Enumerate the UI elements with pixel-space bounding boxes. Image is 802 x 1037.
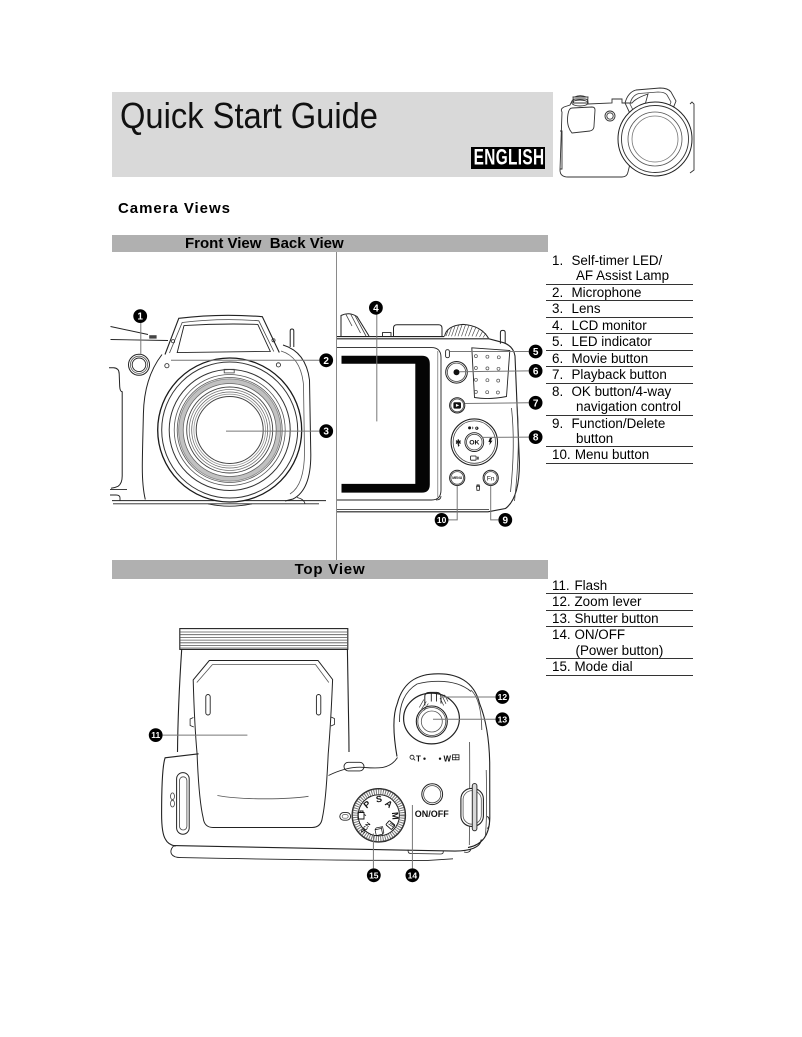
svg-text:5: 5 (533, 347, 539, 358)
svg-text:14: 14 (408, 870, 418, 880)
svg-text:10: 10 (437, 515, 447, 525)
svg-text:3: 3 (323, 427, 329, 438)
svg-text:6: 6 (533, 367, 539, 378)
svg-text:13: 13 (498, 714, 508, 724)
svg-text:15: 15 (369, 870, 379, 880)
svg-text:ON/OFF: ON/OFF (415, 809, 449, 819)
svg-text:11: 11 (151, 730, 160, 740)
svg-text:9: 9 (503, 516, 509, 527)
svg-text:W: W (444, 755, 452, 764)
svg-text:T: T (416, 755, 421, 764)
svg-text:12: 12 (498, 692, 508, 702)
svg-text:MENU: MENU (452, 476, 463, 480)
svg-text:1: 1 (137, 312, 143, 323)
svg-text:S: S (375, 794, 382, 805)
svg-text:SCN: SCN (360, 822, 372, 835)
svg-text:2: 2 (323, 356, 329, 367)
svg-text:4: 4 (373, 303, 379, 314)
svg-text:Fn: Fn (487, 475, 495, 482)
svg-text:M: M (390, 812, 401, 820)
svg-text:8: 8 (533, 433, 539, 444)
svg-text:A: A (383, 798, 395, 810)
svg-text:7: 7 (533, 398, 539, 409)
svg-text:P: P (362, 799, 373, 811)
svg-text:OK: OK (469, 440, 479, 447)
